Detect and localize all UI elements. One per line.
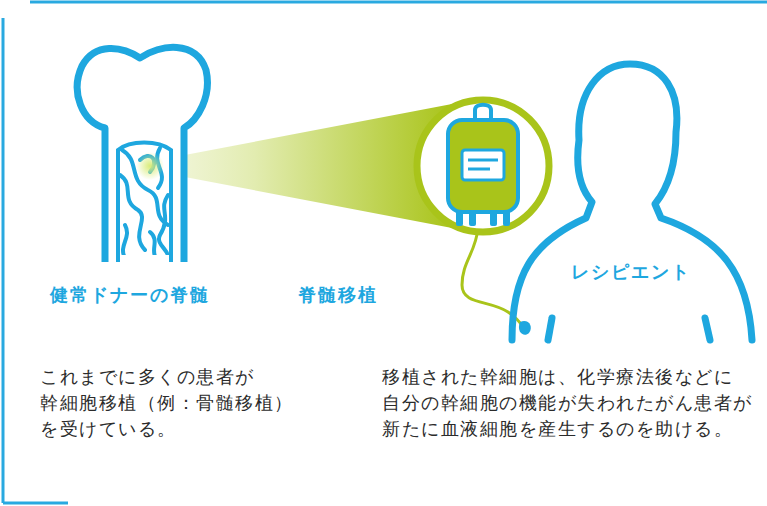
text-line: レシピエント [571, 260, 691, 284]
iv-needle [519, 321, 531, 335]
left-note: これまでに多くの患者が 幹細胞移植（例：骨髄移植） を受けている。 [40, 364, 294, 442]
text-line: を受けている。 [40, 416, 294, 442]
frame [3, 2, 767, 503]
transplant-label: 脊髄移植 [298, 283, 378, 307]
text-line: 新たに血液細胞を産生するのを助ける。 [382, 416, 753, 442]
text-line: 脊髄移植 [298, 283, 378, 307]
recipient-person: レシピエント [505, 58, 760, 348]
right-note: 移植された幹細胞は、化学療法後などに 自分の幹細胞の機能が失われたがん患者が 新… [382, 364, 753, 442]
text-line: 移植された幹細胞は、化学療法後などに [382, 364, 753, 390]
text-line: 健常ドナーの脊髄 [50, 283, 210, 307]
node-label: 健常ドナーの脊髄 [50, 283, 210, 307]
bone [77, 47, 207, 262]
node-label: レシピエント [571, 260, 691, 284]
text-line: これまでに多くの患者が [40, 364, 294, 390]
blood-bag [417, 100, 549, 232]
donor-bone: 健常ドナーの脊髄 [40, 36, 240, 318]
person-outline [512, 64, 752, 340]
text-line: 自分の幹細胞の機能が失われたがん患者が [382, 390, 753, 416]
text-line: 幹細胞移植（例：骨髄移植） [40, 390, 294, 416]
